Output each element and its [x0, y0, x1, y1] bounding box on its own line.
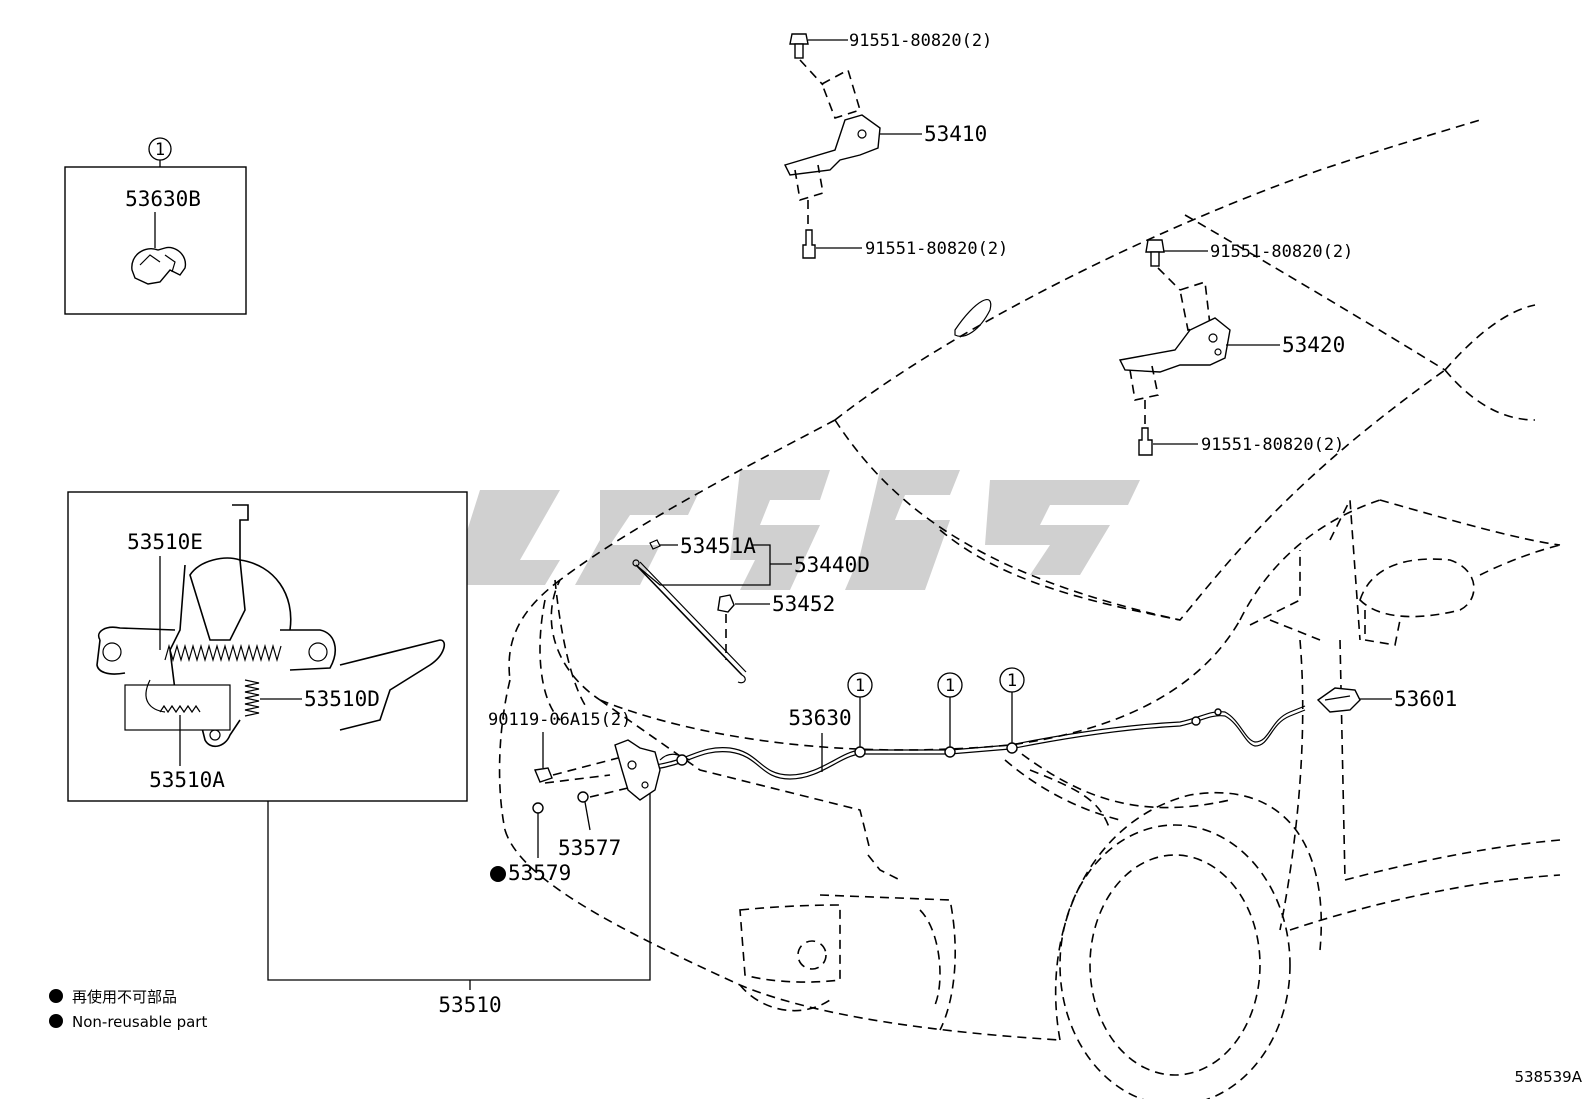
plug-icon	[532, 802, 544, 814]
callout-mark: 1	[1007, 671, 1017, 691]
legend-dot	[49, 989, 63, 1003]
legend-dot	[49, 1014, 63, 1028]
clip-icon	[131, 246, 187, 285]
callout-mark: 1	[155, 140, 165, 160]
spring-53510A	[159, 704, 201, 714]
bolt-icon	[789, 33, 809, 45]
hinge-53410-group: 91551-80820(2) 53410 91551-80820(2)	[784, 31, 1008, 259]
hinge-53420-group: 91551-80820(2) 53420 91551-80820(2)	[1118, 239, 1353, 456]
hinge-53410-icon	[784, 114, 881, 176]
part-label-53601: 53601	[1394, 687, 1457, 711]
grommet-icon	[577, 791, 589, 803]
part-label-53510D: 53510D	[304, 687, 380, 711]
clip-point	[944, 746, 956, 758]
callout-circle	[847, 672, 873, 698]
legend-jp: 再使用不可部品	[72, 988, 177, 1006]
spring-53510D	[244, 679, 260, 717]
support-rod-group: 53451A 53440D 53452	[632, 534, 870, 684]
clip-point	[1006, 742, 1018, 754]
hinge-53420-icon	[1118, 317, 1231, 373]
part-label-53577: 53577	[558, 836, 621, 860]
part-label-53452: 53452	[772, 592, 835, 616]
release-cable-group: 1 1 1 53630 53601	[654, 667, 1457, 780]
part-label-53630: 53630	[788, 706, 851, 730]
part-label-bolt-right2: 91551-80820(2)	[1201, 435, 1344, 455]
watermark-logo	[450, 470, 1140, 590]
callout-mark: 1	[945, 676, 955, 696]
legend-en: Non-reusable part	[72, 1013, 207, 1031]
part-label-53579: 53579	[508, 861, 571, 885]
part-label-53510: 53510	[438, 993, 501, 1017]
bolt-icon	[1145, 239, 1165, 253]
part-label-90119: 90119-06A15(2)	[488, 710, 631, 730]
leader-53510: 53510	[267, 770, 651, 1017]
inset-box-53630B: 1 53630B	[64, 137, 247, 315]
hood-lock-icon	[614, 739, 661, 801]
diagram-id: 538539A	[1514, 1068, 1582, 1086]
part-label-53440D: 53440D	[794, 553, 870, 577]
release-lever-icon	[1316, 687, 1361, 713]
part-label-53420: 53420	[1282, 333, 1345, 357]
part-label-53510E: 53510E	[127, 530, 203, 554]
callout-mark: 1	[855, 676, 865, 696]
part-label-53510A: 53510A	[149, 768, 225, 792]
spring-53510E	[164, 643, 282, 663]
vehicle-outline	[498, 119, 1561, 1099]
cowl-shape	[954, 299, 992, 337]
inset-box-53510: 53510E 53510D 53510A	[67, 491, 468, 802]
clip-point	[854, 746, 866, 758]
part-label-53451A: 53451A	[680, 534, 756, 558]
legend: 再使用不可部品 Non-reusable part	[49, 988, 207, 1031]
hood-lock-group: 90119-06A15(2) 53577 53579	[488, 710, 691, 885]
part-label-bolt-top2: 91551-80820(2)	[865, 239, 1008, 259]
part-label-53410: 53410	[924, 122, 987, 146]
rod-holder-icon	[717, 594, 735, 613]
non-reusable-mark	[490, 866, 506, 882]
part-label-bolt-right1: 91551-80820(2)	[1210, 242, 1353, 262]
hood-rod	[635, 564, 743, 676]
part-label-bolt-top1: 91551-80820(2)	[849, 31, 992, 51]
callout-circle	[999, 667, 1025, 693]
callout-circle	[937, 672, 963, 698]
bolt-icon	[534, 767, 553, 783]
part-label-53630B: 53630B	[125, 187, 201, 211]
